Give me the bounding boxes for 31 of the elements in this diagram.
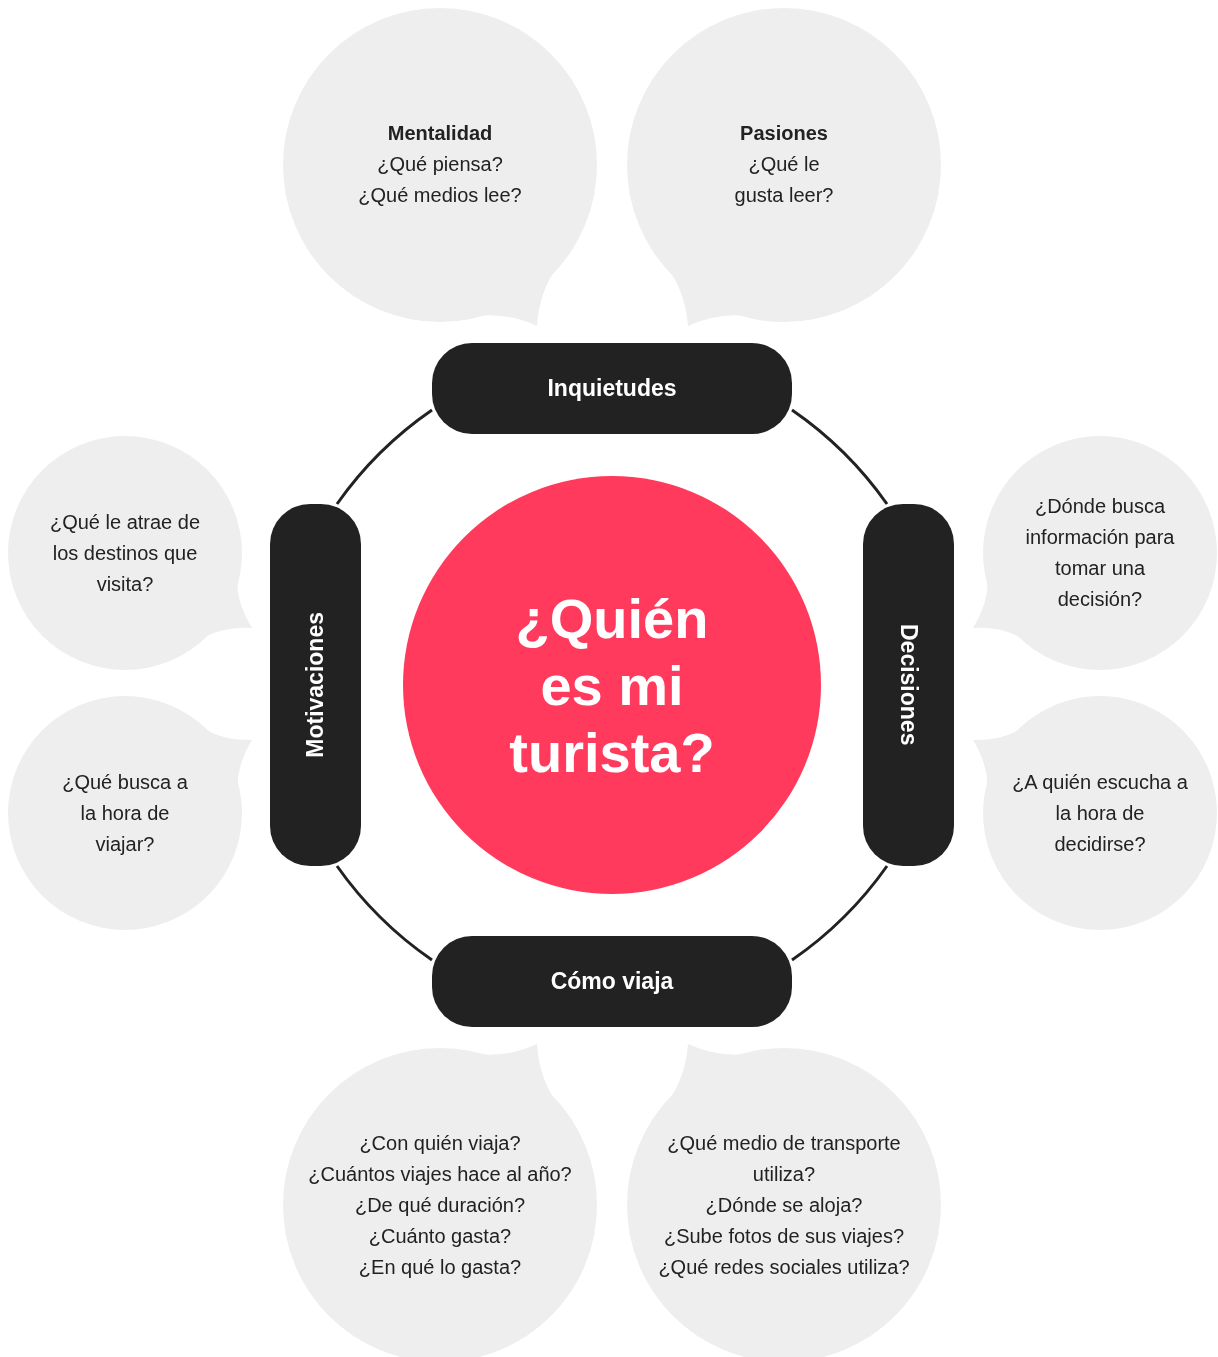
bubble-question: ¿Dónde busca información para tomar una decisión? — [1024, 494, 1176, 612]
category-pill — [432, 936, 792, 1027]
connector-line — [335, 865, 433, 962]
bubble-question: ¿Sube fotos de sus viajes? — [663, 1223, 905, 1249]
bubble-heading: Pasiones — [740, 121, 828, 146]
bubble-question: ¿A quién escucha a la hora de decidirse? — [1011, 769, 1189, 857]
bubble-heading: Mentalidad — [387, 121, 493, 146]
connector-line — [791, 865, 889, 962]
category-pill — [270, 504, 361, 866]
bubble-question: ¿En qué lo gasta? — [358, 1254, 522, 1280]
category-label: Motivaciones — [301, 612, 330, 758]
category-label: Cómo viaja — [550, 967, 674, 997]
bubble-question: ¿Qué le gusta leer? — [733, 152, 835, 208]
bubble-question: ¿Dónde se aloja? — [705, 1192, 863, 1218]
connector-line — [335, 408, 433, 505]
connector-line — [791, 408, 889, 505]
center-question: ¿Quién es mi turista? — [508, 585, 716, 786]
bubble-question: ¿Cuánto gasta? — [368, 1223, 512, 1249]
bubble-question: ¿Qué medio de transporte utiliza? — [666, 1130, 902, 1187]
category-pill — [432, 343, 792, 434]
bubble-question: ¿Cuántos viajes hace al año? — [308, 1161, 572, 1187]
bubble-question: ¿Qué redes sociales utiliza? — [658, 1254, 910, 1280]
bubble-question: ¿Qué piensa? — [377, 152, 503, 177]
bubble-question: ¿Con quién viaja? — [359, 1130, 521, 1156]
bubble-question: ¿Qué medios lee? — [358, 183, 522, 208]
category-pill — [863, 504, 954, 866]
bubble-question: ¿Qué busca a la hora de viajar? — [61, 769, 189, 857]
bubble-question: ¿Qué le atrae de los destinos que visita? — [48, 509, 202, 597]
category-label: Inquietudes — [547, 374, 677, 404]
category-label: Decisiones — [894, 624, 923, 746]
bubble-question: ¿De qué duración? — [354, 1192, 526, 1218]
